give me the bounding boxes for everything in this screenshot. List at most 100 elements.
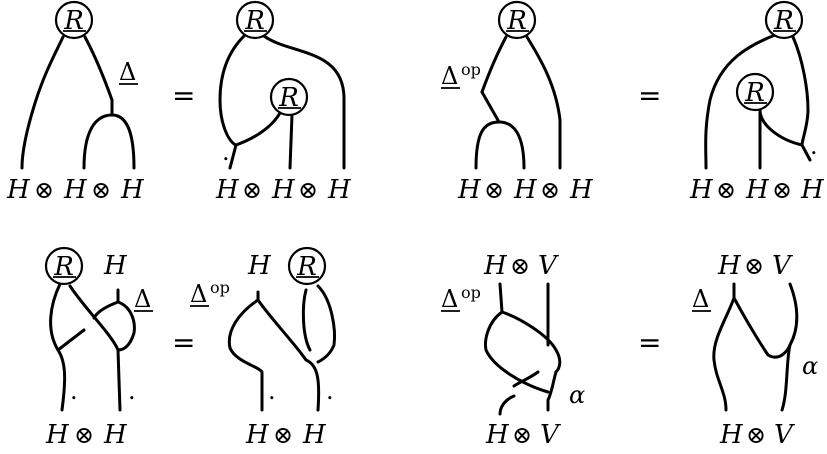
tensor-symbol: ⊗ (512, 421, 532, 449)
strand (791, 35, 810, 147)
strand (484, 282, 550, 394)
r-symbol: R (744, 78, 765, 108)
label-v: V (540, 420, 561, 449)
equation-2: R Δ op H ⊗ H ⊗ H = R R . H ⊗ H (441, 0, 825, 205)
equation-4: H ⊗ V Δ op α H ⊗ V = H ⊗ V Δ α H ⊗ V (441, 251, 818, 450)
label-h: H (45, 420, 70, 449)
tensor-symbol: ⊗ (74, 421, 94, 449)
strand (546, 370, 558, 412)
strand (780, 282, 799, 412)
equals-sign: = (172, 79, 195, 112)
label-h: H (63, 175, 88, 205)
tensor-symbol: ⊗ (91, 176, 111, 204)
equation-4-lhs: H ⊗ V Δ op α H ⊗ V (441, 251, 585, 450)
strand (474, 120, 526, 170)
op-superscript: op (210, 278, 230, 297)
label-v: V (772, 251, 793, 281)
strand (525, 35, 562, 170)
label-v: V (538, 251, 559, 281)
equation-1-lhs: R Δ H ⊗ H ⊗ H (6, 0, 145, 205)
strand (500, 310, 562, 374)
strand (498, 394, 516, 416)
label-h: H (302, 420, 327, 449)
op-superscript: op (461, 283, 481, 302)
equals-sign: = (638, 79, 661, 112)
label-v: V (774, 420, 795, 449)
label-h: H (457, 175, 482, 205)
r-symbol: R (506, 6, 527, 36)
strand (288, 113, 294, 170)
strand (82, 113, 136, 170)
equation-3-lhs: R H Δ . . H ⊗ H (44, 246, 153, 450)
tensor-symbol: ⊗ (510, 252, 530, 280)
r-element-circle (735, 72, 775, 112)
strand (256, 298, 321, 412)
label-h: H (483, 251, 508, 281)
tensor-symbol: ⊗ (242, 176, 262, 204)
r-element-circle (764, 0, 804, 40)
label-h: H (745, 175, 770, 205)
equation-1: R Δ H ⊗ H ⊗ H = R R . H ⊗ H (6, 0, 352, 205)
label-h: H (717, 251, 742, 281)
equation-1-rhs: R R . H ⊗ H ⊗ H (215, 0, 352, 205)
r-symbol: R (278, 83, 299, 113)
label-h: H (569, 175, 594, 205)
strand (704, 33, 777, 170)
strand (228, 143, 238, 170)
delta-symbol: Δ (692, 285, 709, 313)
label-h: H (103, 251, 128, 281)
strand (56, 328, 86, 352)
r-element-circle (269, 77, 309, 117)
strand (301, 288, 312, 352)
dot-mark: . (326, 377, 334, 405)
label-h: H (271, 175, 296, 205)
op-superscript: op (461, 60, 481, 79)
tensor-symbol: ⊗ (744, 252, 764, 280)
strand (218, 34, 246, 147)
strand (227, 290, 264, 412)
label-h: H (247, 251, 272, 281)
label-h: H (513, 175, 538, 205)
r-element-circle (287, 246, 327, 286)
strand (83, 35, 114, 102)
label-h: H (689, 175, 714, 205)
tensor-symbol: ⊗ (298, 176, 318, 204)
equation-4-rhs: H ⊗ V Δ α H ⊗ V (692, 251, 818, 450)
equation-3-rhs: R H Δ op . . H ⊗ H (190, 246, 336, 450)
alpha-symbol: α (802, 352, 818, 380)
r-symbol: R (53, 252, 74, 282)
strand (20, 35, 65, 170)
equals-sign: = (638, 326, 661, 359)
tensor-symbol: ⊗ (746, 421, 766, 449)
dot-mark: . (810, 132, 818, 160)
strand (712, 282, 736, 412)
dot-mark: . (70, 377, 78, 405)
delta-symbol: Δ (441, 62, 458, 90)
r-element-circle (44, 246, 84, 286)
equals-sign: = (172, 326, 195, 359)
strand (758, 108, 812, 162)
tensor-symbol: ⊗ (34, 176, 54, 204)
dot-mark: . (128, 377, 136, 405)
strand (92, 288, 120, 320)
tensor-symbol: ⊗ (716, 176, 736, 204)
label-h: H (215, 175, 240, 205)
equation-2-rhs: R R . H ⊗ H ⊗ H (689, 0, 825, 205)
strand (316, 284, 336, 364)
delta-symbol: Δ (134, 285, 151, 313)
label-h: H (719, 420, 744, 449)
label-h: H (485, 420, 510, 449)
tensor-symbol: ⊗ (540, 176, 560, 204)
r-element-circle (54, 0, 94, 40)
label-h: H (327, 175, 352, 205)
label-h: H (120, 175, 145, 205)
r-symbol: R (296, 252, 317, 282)
r-symbol: R (63, 6, 84, 36)
strand (480, 90, 501, 124)
tensor-symbol: ⊗ (484, 176, 504, 204)
strand (234, 111, 282, 147)
r-element-circle (235, 0, 275, 40)
label-h: H (103, 420, 128, 449)
label-h: H (800, 175, 825, 205)
